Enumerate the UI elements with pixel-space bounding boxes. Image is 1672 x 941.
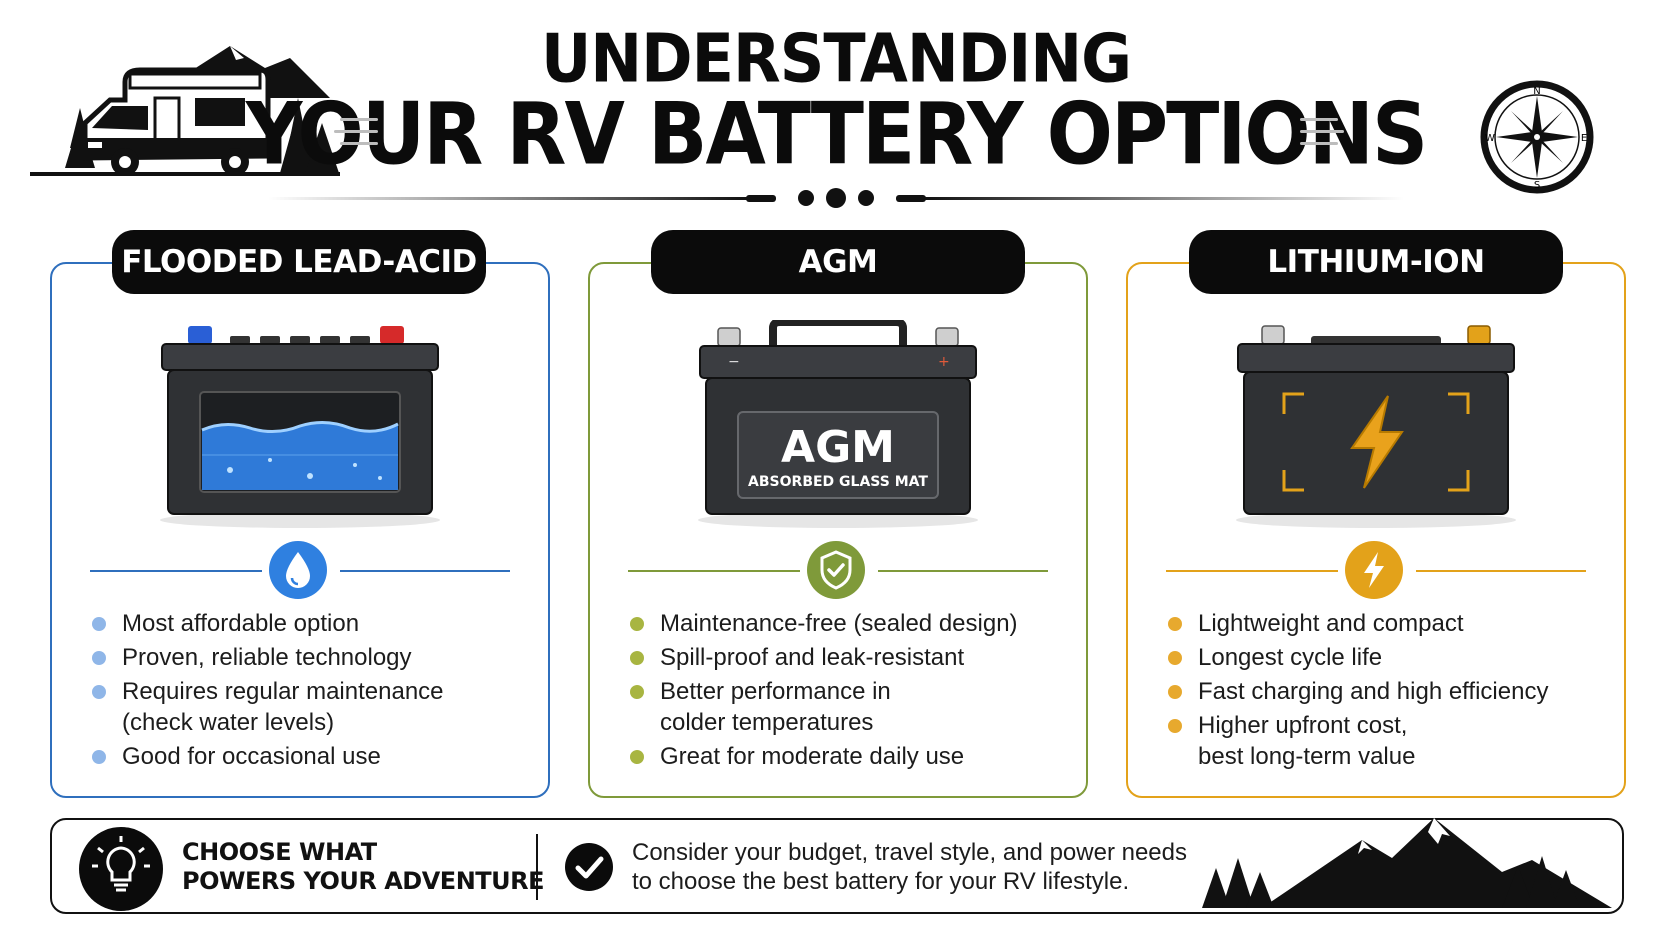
compass-icon: N S W E bbox=[1480, 80, 1594, 194]
card-label-lithium-ion: LITHIUM-ION bbox=[1189, 230, 1563, 294]
page-title-line-1: UNDERSTANDING bbox=[540, 19, 1132, 98]
compass-north-label: N bbox=[1533, 86, 1540, 97]
lightning-bolt-icon bbox=[1345, 541, 1403, 599]
list-item: Most affordable option bbox=[88, 608, 444, 639]
footer-cta-line-2: POWERS YOUR ADVENTURE bbox=[182, 867, 545, 895]
footer-banner: CHOOSE WHAT POWERS YOUR ADVENTURE Consid… bbox=[50, 818, 1624, 914]
title-dash bbox=[340, 142, 378, 145]
mountains-icon bbox=[1202, 818, 1612, 908]
list-item: Great for moderate daily use bbox=[626, 741, 1018, 772]
checkmark-icon bbox=[565, 843, 613, 891]
bullet-list-lithium: Lightweight and compact Longest cycle li… bbox=[1164, 608, 1548, 775]
footer-note-line-2: to choose the best battery for your RV l… bbox=[632, 868, 1130, 895]
shield-check-icon bbox=[807, 541, 865, 599]
title-dash bbox=[1300, 142, 1338, 145]
bullet-list-flooded: Most affordable option Proven, reliable … bbox=[88, 608, 444, 775]
footer-cta-line-1: CHOOSE WHAT bbox=[182, 838, 377, 866]
list-item: Longest cycle life bbox=[1164, 642, 1548, 673]
svg-text:−: − bbox=[728, 354, 740, 370]
card-label-flooded-lead-acid: FLOODED LEAD-ACID bbox=[112, 230, 486, 294]
compass-west-label: W bbox=[1485, 133, 1495, 144]
list-item: Lightweight and compact bbox=[1164, 608, 1548, 639]
water-drop-icon bbox=[269, 541, 327, 599]
footer-separator bbox=[536, 834, 538, 900]
list-item: Requires regular maintenance(check water… bbox=[88, 676, 444, 738]
footer-note-line-1: Consider your budget, travel style, and … bbox=[632, 839, 1187, 866]
page-title-line-2: YOUR RV BATTERY OPTIONS bbox=[245, 85, 1428, 185]
header: UNDERSTANDING YOUR RV BATTERY OPTIONS N … bbox=[0, 0, 1672, 210]
compass-south-label: S bbox=[1534, 180, 1540, 191]
compass-east-label: E bbox=[1581, 133, 1587, 144]
title-dash bbox=[1300, 130, 1344, 133]
card-label-agm: AGM bbox=[651, 230, 1025, 294]
list-item: Good for occasional use bbox=[88, 741, 444, 772]
title-dash bbox=[340, 118, 378, 121]
badge-row-flooded bbox=[90, 540, 510, 602]
title-dash bbox=[334, 130, 378, 133]
list-item: Higher upfront cost,best long-term value bbox=[1164, 710, 1548, 772]
agm-battery-title: AGM bbox=[781, 422, 895, 473]
badge-row-lithium bbox=[1166, 540, 1586, 602]
agm-battery-subtitle: ABSORBED GLASS MAT bbox=[748, 474, 928, 490]
list-item: Spill-proof and leak-resistant bbox=[626, 642, 1018, 673]
svg-text:+: + bbox=[938, 354, 950, 370]
badge-row-agm bbox=[628, 540, 1048, 602]
list-item: Proven, reliable technology bbox=[88, 642, 444, 673]
list-item: Fast charging and high efficiency bbox=[1164, 676, 1548, 707]
lightbulb-icon bbox=[79, 827, 163, 911]
list-item: Maintenance-free (sealed design) bbox=[626, 608, 1018, 639]
rv-camper-icon bbox=[30, 46, 340, 176]
title-dash bbox=[1300, 118, 1338, 121]
footer-note: Consider your budget, travel style, and … bbox=[632, 838, 1187, 896]
lithium-battery-illustration bbox=[1236, 325, 1516, 528]
agm-battery-illustration: − + AGM ABSORBED GLASS MAT bbox=[698, 320, 978, 528]
flooded-battery-illustration bbox=[160, 326, 440, 528]
title-divider bbox=[268, 188, 1404, 208]
footer-cta: CHOOSE WHAT POWERS YOUR ADVENTURE bbox=[182, 838, 545, 896]
bullet-list-agm: Maintenance-free (sealed design) Spill-p… bbox=[626, 608, 1018, 775]
